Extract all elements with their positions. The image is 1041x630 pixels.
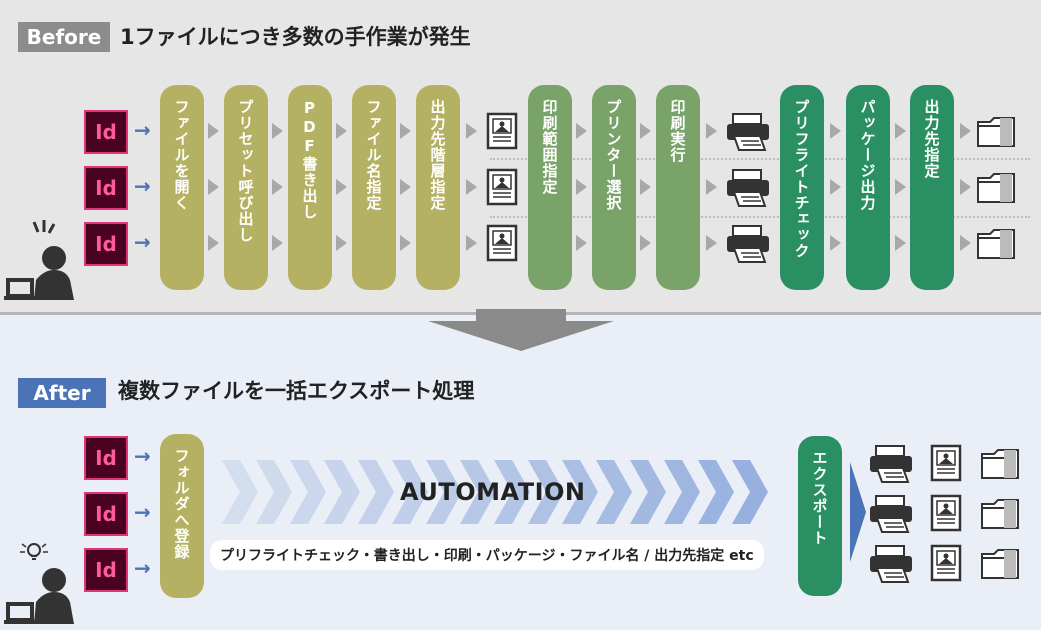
folder-icon — [977, 229, 1015, 259]
chevron-right-icon — [640, 123, 651, 139]
document-icon — [930, 544, 962, 582]
document-icon — [486, 112, 518, 150]
printer-icon — [727, 169, 769, 207]
chevron-right-icon — [706, 123, 717, 139]
chevron-right-icon — [895, 235, 906, 251]
chevron-right-icon — [336, 123, 347, 139]
chevron-right-icon — [576, 235, 587, 251]
step-pill: 印刷範囲指定 — [528, 85, 572, 290]
chevron-right-icon — [336, 179, 347, 195]
chevron-right-icon — [830, 179, 841, 195]
chevron-right-icon — [336, 235, 347, 251]
chevron-right-icon — [706, 235, 717, 251]
stressed-user-icon — [4, 220, 74, 300]
step-pill: 出力先指定 — [910, 85, 954, 290]
chevron-right-icon — [208, 123, 219, 139]
document-icon — [486, 168, 518, 206]
indesign-file-icon: Id — [84, 492, 128, 536]
printer-icon — [870, 545, 912, 583]
indesign-file-icon: Id — [84, 222, 128, 266]
arrow-right-icon: → — [134, 118, 151, 142]
arrow-right-icon: → — [134, 500, 151, 524]
arrow-right-icon: → — [134, 230, 151, 254]
chevron-right-icon — [830, 235, 841, 251]
step-pill: プリンター選択 — [592, 85, 636, 290]
before-heading: 1ファイルにつき多数の手作業が発生 — [120, 25, 471, 49]
indesign-file-icon: Id — [84, 436, 128, 480]
chevron-right-icon — [640, 179, 651, 195]
chevron-right-icon — [272, 179, 283, 195]
chevron-right-icon — [466, 179, 477, 195]
step-pill: PDF書き出し — [288, 85, 332, 290]
arrow-right-icon: → — [134, 556, 151, 580]
step-pill: 印刷実行 — [656, 85, 700, 290]
chevron-right-icon — [272, 123, 283, 139]
chevron-right-icon — [960, 235, 971, 251]
document-icon — [930, 444, 962, 482]
document-icon — [486, 224, 518, 262]
chevron-right-icon — [272, 235, 283, 251]
printer-icon — [870, 495, 912, 533]
register-folder-pill: フォルダへ登録 — [160, 434, 204, 598]
after-heading: 複数ファイルを一括エクスポート処理 — [118, 379, 475, 403]
before-tag: Before — [18, 22, 110, 52]
chevron-right-icon — [576, 123, 587, 139]
document-icon — [930, 494, 962, 532]
chevron-right-icon — [706, 179, 717, 195]
chevron-right-icon — [400, 123, 411, 139]
dotted-guide — [490, 216, 1030, 218]
chevron-right-icon — [895, 179, 906, 195]
export-pill: エクスポート — [798, 436, 842, 596]
folder-icon — [977, 117, 1015, 147]
chevron-right-icon — [400, 235, 411, 251]
step-pill: プリフライトチェック — [780, 85, 824, 290]
chevron-right-icon — [400, 179, 411, 195]
step-pill: プリセット呼び出し — [224, 85, 268, 290]
step-pill: 出力先階層指定 — [416, 85, 460, 290]
down-arrow-icon — [428, 309, 614, 351]
step-pill: ファイルを開く — [160, 85, 204, 290]
printer-icon — [727, 225, 769, 263]
automation-caption: プリフライトチェック・書き出し・印刷・パッケージ・ファイル名 / 出力先指定 e… — [210, 540, 764, 570]
after-tag: After — [18, 378, 106, 408]
chevron-right-icon — [576, 179, 587, 195]
indesign-file-icon: Id — [84, 166, 128, 210]
step-pill: パッケージ出力 — [846, 85, 890, 290]
chevron-right-icon — [830, 123, 841, 139]
step-pill: ファイル名指定 — [352, 85, 396, 290]
chevron-right-icon — [960, 179, 971, 195]
printer-icon — [870, 445, 912, 483]
automation-label: AUTOMATION — [400, 478, 586, 506]
folder-icon — [981, 549, 1019, 579]
triangle-right-icon — [850, 462, 866, 562]
folder-icon — [981, 499, 1019, 529]
indesign-file-icon: Id — [84, 110, 128, 154]
chevron-right-icon — [960, 123, 971, 139]
printer-icon — [727, 113, 769, 151]
arrow-right-icon: → — [134, 174, 151, 198]
indesign-file-icon: Id — [84, 548, 128, 592]
chevron-right-icon — [466, 123, 477, 139]
chevron-right-icon — [895, 123, 906, 139]
dotted-guide — [490, 158, 1030, 160]
arrow-right-icon: → — [134, 444, 151, 468]
folder-icon — [981, 449, 1019, 479]
folder-icon — [977, 173, 1015, 203]
chevron-right-icon — [640, 235, 651, 251]
chevron-right-icon — [208, 179, 219, 195]
idea-user-icon — [4, 543, 74, 624]
chevron-right-icon — [208, 235, 219, 251]
chevron-right-icon — [466, 235, 477, 251]
